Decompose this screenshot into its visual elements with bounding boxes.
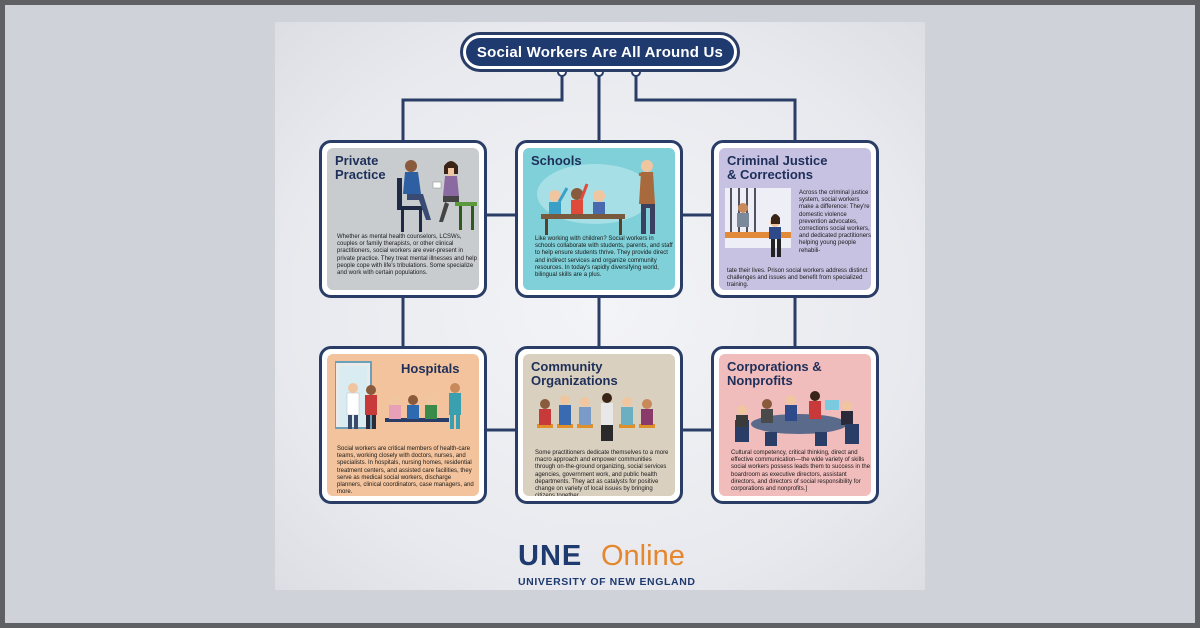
logo-online-text: Online — [601, 540, 685, 572]
card-criminal-justice: Criminal Justice & Corrections Across th… — [711, 140, 879, 298]
community-meeting-illustration — [537, 393, 655, 441]
card-hospitals-text: Social workers are critical members of h… — [337, 446, 474, 496]
card-schools-text: Like working with children? Social worke… — [535, 236, 673, 279]
therapy-session-illustration — [397, 160, 477, 232]
une-online-logo: UNE Online UNIVERSITY OF NEW ENGLAND — [518, 540, 695, 590]
card-hospitals: Hospitals Social workers are critical m — [319, 346, 487, 504]
card-corporations-nonprofits-bg: Corporations & Nonprofits Cultural compe… — [719, 354, 871, 496]
hospital-waiting-room-illustration — [335, 361, 461, 429]
card-criminal-justice-bg: Criminal Justice & Corrections Across th… — [719, 148, 871, 290]
logo-une-text: UNE — [518, 540, 583, 572]
card-schools: Schools Like working with children? Soci… — [515, 140, 683, 298]
prison-visit-illustration — [725, 188, 791, 257]
diagram-title-text: Social Workers Are All Around Us — [466, 38, 734, 66]
card-corporations-nonprofits-text: Cultural competency, critical thinking, … — [731, 450, 871, 493]
logo-subtitle: UNIVERSITY OF NEW ENGLAND — [518, 576, 696, 588]
card-private-practice-title: Private Practice — [335, 153, 386, 182]
card-community-organizations-text: Some practitioners dedicate themselves t… — [535, 450, 669, 496]
card-criminal-justice-text-continued: tate their lives. Prison social workers … — [727, 268, 868, 289]
card-community-organizations-bg: Community Organizations — [523, 354, 675, 496]
card-schools-title: Schools — [531, 153, 582, 168]
card-private-practice-text: Whether as mental health counselors, LCS… — [337, 234, 477, 277]
card-corporations-nonprofits-title: Corporations & Nonprofits — [727, 359, 822, 388]
card-corporations-nonprofits: Corporations & Nonprofits Cultural compe… — [711, 346, 879, 504]
card-schools-bg: Schools Like working with children? Soci… — [523, 148, 675, 290]
classroom-illustration — [537, 160, 655, 235]
boardroom-illustration — [735, 391, 859, 446]
card-criminal-justice-title: Criminal Justice & Corrections — [727, 153, 828, 182]
diagram-title: Social Workers Are All Around Us — [460, 32, 740, 72]
card-hospitals-bg: Hospitals Social workers are critical m — [327, 354, 479, 496]
card-community-organizations: Community Organizations — [515, 346, 683, 504]
card-community-organizations-title: Community Organizations — [531, 359, 618, 388]
card-private-practice: Private Practice Whether as mental healt… — [319, 140, 487, 298]
card-hospitals-title: Hospitals — [401, 361, 460, 376]
card-criminal-justice-text: Across the criminal justice system, soci… — [799, 190, 871, 254]
card-private-practice-bg: Private Practice Whether as mental healt… — [327, 148, 479, 290]
